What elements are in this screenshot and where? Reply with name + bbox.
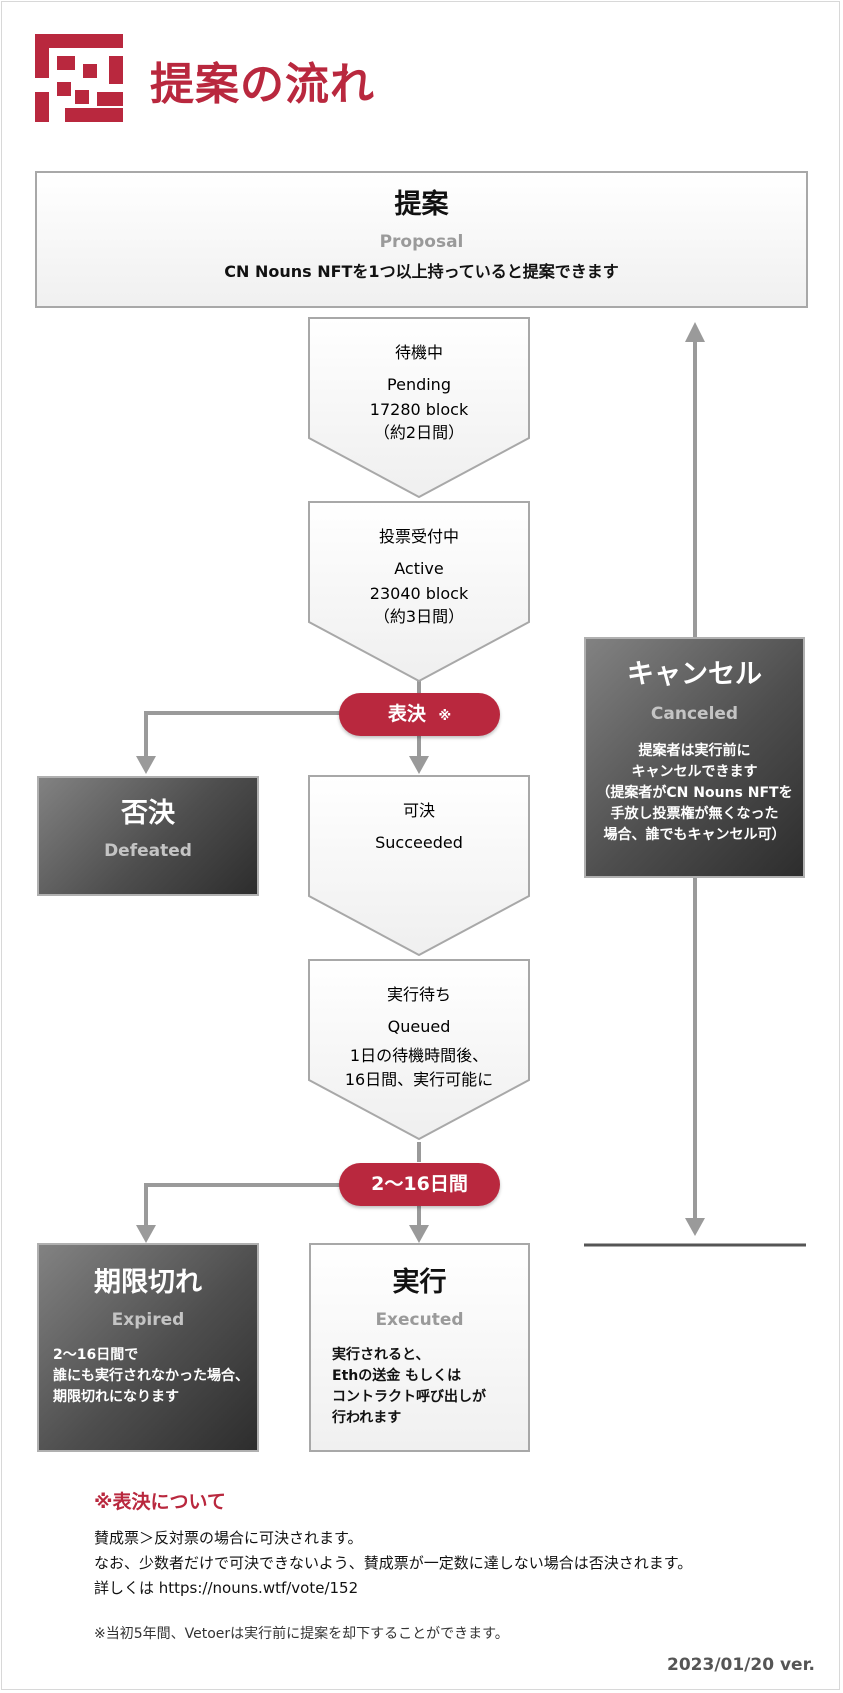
pending-blocks: 17280 block bbox=[369, 400, 469, 419]
executed-desc-2: Ethの送金 もしくは bbox=[332, 1368, 462, 1384]
active-duration: （約3日間） bbox=[373, 607, 465, 626]
queued-shape bbox=[308, 959, 530, 1140]
queued-title: 実行待ち bbox=[386, 985, 451, 1004]
executed-subtitle: Executed bbox=[375, 1310, 464, 1330]
node-pending: 待機中 Pending 17280 block （約2日間） bbox=[308, 317, 530, 498]
proposal-description: CN Nouns NFTを1つ以上持っていると提案できます bbox=[224, 262, 619, 281]
canceled-subtitle: Canceled bbox=[650, 704, 739, 724]
version-label: 2023/01/20 ver. bbox=[667, 1655, 815, 1675]
succeeded-title: 可決 bbox=[402, 801, 435, 820]
canceled-desc-2: キャンセルできます bbox=[631, 764, 758, 780]
proposal-title: 提案 bbox=[394, 189, 449, 220]
expired-desc-1: 2〜16日間で bbox=[53, 1347, 139, 1363]
arrowhead-proposal bbox=[685, 322, 705, 342]
arrowhead-bottom-right bbox=[685, 1218, 705, 1236]
executed-desc-3: コントラクト呼び出しが bbox=[332, 1389, 486, 1405]
arrowhead-succeeded bbox=[409, 756, 429, 774]
executed-title: 実行 bbox=[392, 1267, 447, 1298]
cn-nouns-pixel-logo-icon bbox=[35, 34, 123, 122]
executed-desc-1: 実行されると、 bbox=[332, 1347, 430, 1363]
pending-title: 待機中 bbox=[394, 343, 443, 362]
node-canceled: キャンセル Canceled 提案者は実行前に キャンセルできます （提案者がC… bbox=[584, 637, 805, 878]
vetoer-footnote: ※当初5年間、Vetoerは実行前に提案を却下することができます。 bbox=[94, 1626, 509, 1642]
defeated-subtitle: Defeated bbox=[104, 841, 192, 861]
expired-desc-3: 期限切れになります bbox=[53, 1389, 179, 1405]
canceled-desc-1: 提案者は実行前に bbox=[638, 743, 751, 759]
window-pill: 2〜16日間 bbox=[339, 1163, 500, 1206]
node-defeated: 否決 Defeated bbox=[37, 776, 259, 896]
queued-desc-2: 16日間、実行可能に bbox=[344, 1070, 494, 1089]
active-title: 投票受付中 bbox=[378, 527, 459, 546]
node-expired: 期限切れ Expired 2〜16日間で 誰にも実行されなかった場合、 期限切れ… bbox=[37, 1243, 259, 1452]
active-blocks: 23040 block bbox=[369, 584, 469, 603]
defeated-title: 否決 bbox=[121, 798, 175, 829]
active-subtitle: Active bbox=[394, 559, 444, 578]
vote-pill: 表決 ※ bbox=[339, 693, 500, 736]
notes-line-3: 詳しくは https://nouns.wtf/vote/152 bbox=[94, 1579, 359, 1597]
vote-pill-mark: ※ bbox=[438, 709, 452, 724]
notes-line-1: 賛成票＞反対票の場合に可決されます。 bbox=[94, 1529, 363, 1547]
executed-desc-4: 行われます bbox=[332, 1410, 402, 1426]
pending-duration: （約2日間） bbox=[373, 423, 465, 442]
canceled-desc-5: 場合、誰でもキャンセル可） bbox=[603, 827, 786, 843]
node-active: 投票受付中 Active 23040 block （約3日間） bbox=[308, 501, 530, 682]
canceled-title: キャンセル bbox=[627, 659, 762, 690]
arrowhead-defeated bbox=[136, 756, 156, 774]
expired-desc-2: 誰にも実行されなかった場合、 bbox=[53, 1368, 249, 1384]
pending-subtitle: Pending bbox=[387, 375, 451, 394]
canceled-desc-3: （提案者がCN Nouns NFTを bbox=[596, 785, 793, 801]
notes-heading: ※表決について bbox=[94, 1491, 226, 1513]
node-succeeded: 可決 Succeeded bbox=[308, 775, 530, 956]
node-executed: 実行 Executed 実行されると、 Ethの送金 もしくは コントラクト呼び… bbox=[309, 1243, 530, 1452]
pending-shape bbox=[308, 317, 530, 498]
succeeded-subtitle: Succeeded bbox=[375, 833, 463, 852]
proposal-subtitle: Proposal bbox=[379, 232, 464, 252]
arrow-window-to-expired bbox=[144, 1183, 340, 1227]
canceled-desc-4: 手放し投票権が無くなった bbox=[610, 806, 779, 822]
arrow-vote-to-defeated bbox=[144, 711, 340, 758]
node-queued: 実行待ち Queued 1日の待機時間後、 16日間、実行可能に bbox=[308, 959, 530, 1140]
vote-pill-label: 表決 bbox=[387, 703, 426, 725]
queued-subtitle: Queued bbox=[387, 1017, 451, 1036]
expired-subtitle: Expired bbox=[111, 1310, 185, 1330]
succeeded-shape bbox=[308, 775, 530, 956]
window-pill-label: 2〜16日間 bbox=[371, 1173, 468, 1195]
arrowhead-expired bbox=[136, 1225, 156, 1243]
arrowhead-executed bbox=[409, 1225, 429, 1243]
page-title: 提案の流れ bbox=[150, 59, 375, 110]
notes-line-2: なお、少数者だけで可決できないよう、賛成票が一定数に達しない場合は否決されます。 bbox=[94, 1554, 693, 1572]
queued-desc-1: 1日の待機時間後、 bbox=[349, 1046, 489, 1065]
expired-title: 期限切れ bbox=[94, 1267, 202, 1298]
vote-notes: ※表決について 賛成票＞反対票の場合に可決されます。 なお、少数者だけで可決でき… bbox=[94, 1487, 692, 1601]
node-proposal: 提案 Proposal CN Nouns NFTを1つ以上持っていると提案できま… bbox=[35, 171, 808, 308]
active-shape bbox=[308, 501, 530, 682]
